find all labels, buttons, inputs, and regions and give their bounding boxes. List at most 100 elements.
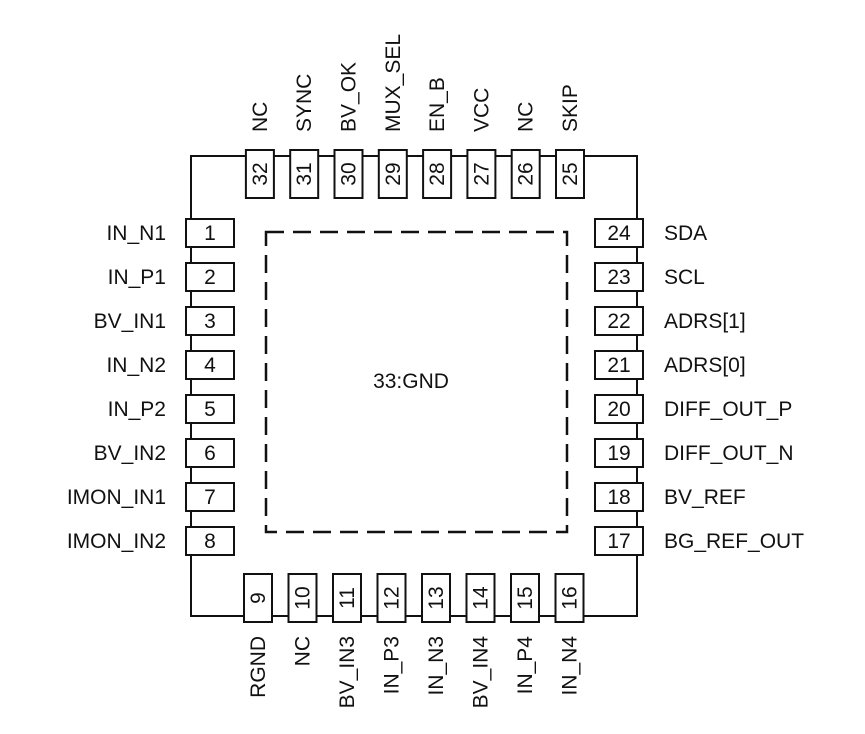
- pin-6-pad: [185, 438, 235, 468]
- pin-28-number: 28: [426, 162, 449, 185]
- pin-2-label: IN_P1: [108, 266, 166, 289]
- pin-23-label: SCL: [664, 266, 705, 289]
- pin-26-number: 26: [515, 162, 538, 185]
- pin-25-label: SKIP: [559, 84, 582, 132]
- pin-31-pad: [289, 149, 320, 199]
- pin-5-label: IN_P2: [108, 398, 166, 421]
- pin-17-pad: [594, 526, 644, 556]
- pin-10-number: 10: [292, 586, 315, 609]
- pin-31-number: 31: [293, 162, 316, 185]
- pin-3-pad: [185, 306, 235, 336]
- exposed-pad-label: 33:GND: [373, 370, 449, 393]
- pin-30-pad: [333, 149, 364, 199]
- pin-25-number: 25: [559, 162, 582, 185]
- pin-16-number: 16: [559, 586, 582, 609]
- pin-30-label: BV_OK: [338, 62, 361, 132]
- pin-11-label: BV_IN3: [336, 636, 359, 708]
- pin-27-label: VCC: [470, 88, 493, 132]
- pin-32-number: 32: [249, 162, 272, 185]
- pin-28-pad: [422, 149, 453, 199]
- pin-21-number: 21: [607, 354, 630, 377]
- pin-14-label: BV_IN4: [470, 636, 493, 709]
- pin-20-number: 20: [607, 398, 630, 421]
- pin-20-pad: [594, 394, 644, 424]
- pin-9-pad: [243, 573, 273, 623]
- pin-21-label: ADRS[0]: [664, 354, 746, 377]
- pin-25-pad: [555, 149, 585, 199]
- pin-8-pad: [185, 526, 235, 556]
- pin-27-pad: [466, 149, 497, 199]
- pin-13-label: IN_N3: [425, 636, 448, 696]
- pin-29-pad: [377, 149, 408, 199]
- pin-16-label: IN_N4: [559, 636, 582, 696]
- pin-13-pad: [421, 573, 451, 623]
- pin-15-pad: [510, 573, 540, 623]
- pin-18-pad: [594, 482, 644, 512]
- pin-1-label: IN_N1: [106, 222, 166, 245]
- pin-14-number: 14: [470, 586, 493, 610]
- pin-32-label: NC: [249, 102, 272, 132]
- pin-1-number: 1: [204, 222, 216, 245]
- pin-1-pad: [185, 218, 235, 248]
- pin-20-label: DIFF_OUT_P: [664, 398, 792, 421]
- pin-10-pad: [287, 573, 318, 623]
- pin-7-number: 7: [204, 486, 216, 509]
- pin-6-number: 6: [204, 442, 216, 465]
- pin-13-number: 13: [425, 586, 448, 609]
- pin-7-label: IMON_IN1: [67, 486, 166, 509]
- pin-15-label: IN_P4: [514, 636, 537, 695]
- pin-31-label: SYNC: [293, 74, 316, 132]
- pin-19-label: DIFF_OUT_N: [664, 442, 794, 465]
- pin-27-number: 27: [470, 162, 493, 185]
- pin-26-pad: [510, 149, 541, 199]
- pin-9-number: 9: [247, 592, 270, 604]
- pin-29-label: MUX_SEL: [382, 34, 405, 132]
- pin-18-label: BV_REF: [664, 486, 746, 509]
- pin-21-pad: [594, 350, 644, 380]
- pin-24-pad: [594, 218, 644, 248]
- pin-4-number: 4: [204, 354, 216, 377]
- pin-5-pad: [185, 394, 235, 424]
- pin-32-pad: [244, 149, 275, 199]
- pin-12-label: IN_P3: [381, 636, 404, 694]
- pin-4-label: IN_N2: [106, 354, 166, 377]
- pin-11-pad: [332, 573, 362, 623]
- pin-22-pad: [594, 306, 644, 336]
- pin-9-label: RGND: [247, 636, 270, 698]
- pin-17-number: 17: [607, 530, 630, 553]
- pin-22-number: 22: [607, 310, 630, 333]
- pin-28-label: EN_B: [426, 77, 449, 132]
- pin-23-pad: [594, 262, 644, 292]
- pin-7-pad: [185, 482, 235, 512]
- pin-5-number: 5: [204, 398, 216, 421]
- pin-23-number: 23: [607, 266, 630, 289]
- pin-15-number: 15: [514, 586, 537, 609]
- pin-18-number: 18: [607, 486, 630, 509]
- pin-29-number: 29: [382, 162, 405, 185]
- pin-6-label: BV_IN2: [94, 442, 166, 465]
- pin-3-label: BV_IN1: [94, 310, 166, 333]
- pin-16-pad: [554, 573, 585, 623]
- pin-26-label: NC: [515, 102, 538, 132]
- pins-layer: 1IN_N12IN_P13BV_IN14IN_N25IN_P26BV_IN27I…: [67, 34, 804, 708]
- pin-12-pad: [376, 573, 407, 623]
- exposed-pad-outline: [264, 230, 569, 534]
- pin-12-number: 12: [381, 586, 404, 609]
- pin-4-pad: [185, 350, 235, 380]
- pin-24-number: 24: [607, 222, 631, 245]
- pin-3-number: 3: [204, 310, 216, 333]
- pin-19-pad: [594, 438, 644, 468]
- pin-17-label: BG_REF_OUT: [664, 530, 804, 553]
- pin-2-pad: [185, 262, 235, 292]
- pin-8-label: IMON_IN2: [67, 530, 166, 553]
- pin-10-label: NC: [292, 636, 315, 666]
- pin-22-label: ADRS[1]: [664, 310, 746, 333]
- pin-2-number: 2: [204, 266, 216, 289]
- pin-8-number: 8: [204, 530, 216, 553]
- pin-30-number: 30: [338, 162, 361, 185]
- pin-11-number: 11: [336, 587, 359, 609]
- pin-14-pad: [465, 573, 496, 623]
- pin-24-label: SDA: [664, 222, 707, 245]
- pin-19-number: 19: [607, 442, 630, 465]
